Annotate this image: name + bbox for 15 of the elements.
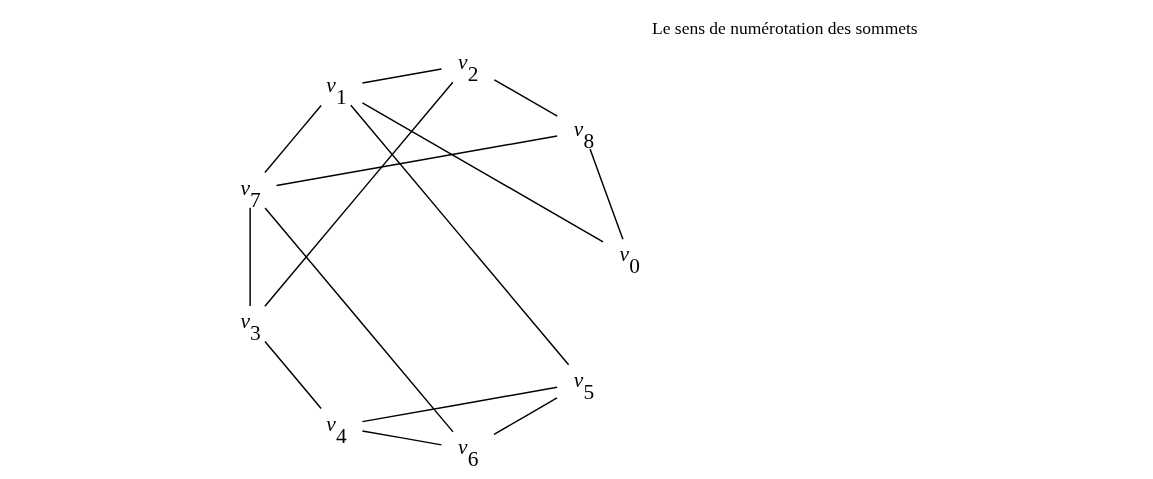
- connector: [589, 148, 624, 241]
- connector: [350, 104, 570, 366]
- connector: [264, 207, 454, 433]
- connector: [361, 430, 443, 446]
- connector: [264, 81, 454, 307]
- label: Le sens de numérotation des sommets: [652, 17, 918, 38]
- connector: [361, 386, 558, 423]
- connector: [361, 102, 604, 243]
- connector: [249, 207, 251, 307]
- connector: [493, 397, 558, 436]
- connector: [264, 340, 322, 410]
- connector: [264, 104, 322, 174]
- connector: [275, 135, 558, 187]
- connector: [361, 68, 443, 84]
- connector: [493, 79, 559, 117]
